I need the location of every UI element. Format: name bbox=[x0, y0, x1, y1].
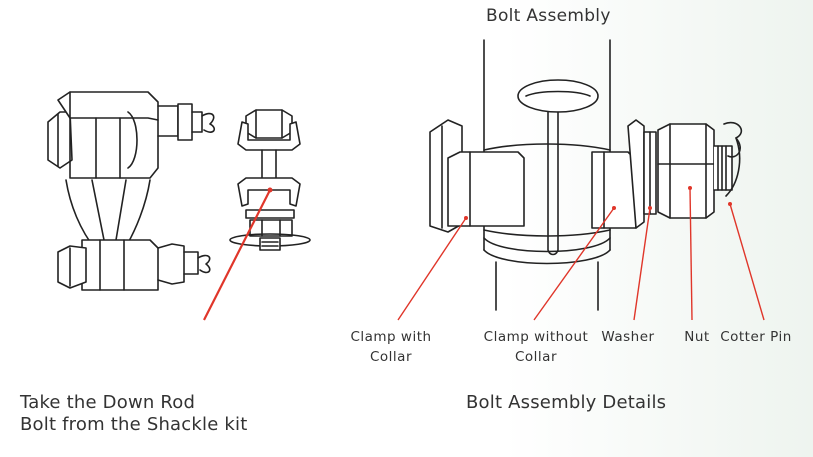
left-caption-line2: Bolt from the Shackle kit bbox=[20, 414, 248, 435]
bolt-assembly-illustration bbox=[429, 39, 742, 311]
label-clamp-with-collar-line2: Collar bbox=[369, 349, 412, 365]
label-clamp-without-collar-line2: Collar bbox=[514, 349, 557, 365]
left-caption-line1: Take the Down Rod bbox=[20, 392, 196, 413]
label-washer: Washer bbox=[601, 329, 655, 345]
label-clamp-without-collar-line1: Clamp without bbox=[483, 329, 589, 345]
label-clamp-with-collar: Clamp with Collar bbox=[346, 327, 436, 367]
clamp-without-collar-pointer bbox=[533, 207, 615, 321]
clamp-with-collar-pointer bbox=[397, 217, 467, 321]
left-caption: Take the Down Rod Bolt from the Shackle … bbox=[20, 392, 247, 436]
loose-bolt-illustration bbox=[229, 109, 311, 251]
washer-pointer bbox=[633, 207, 651, 321]
label-clamp-with-collar-line1: Clamp with bbox=[350, 329, 432, 345]
cotter-pin-pointer bbox=[729, 203, 765, 321]
label-nut: Nut bbox=[684, 329, 710, 345]
label-clamp-without-collar: Clamp without Collar bbox=[480, 327, 592, 367]
diagram-title: Bolt Assembly bbox=[486, 6, 611, 26]
shackle-illustration bbox=[47, 91, 216, 291]
label-cotter-pin: Cotter Pin bbox=[720, 329, 792, 345]
down-rod-bolt-pointer bbox=[203, 189, 271, 321]
pointer-lines bbox=[203, 186, 765, 321]
right-caption: Bolt Assembly Details bbox=[466, 392, 667, 413]
nut-pointer bbox=[689, 187, 693, 321]
